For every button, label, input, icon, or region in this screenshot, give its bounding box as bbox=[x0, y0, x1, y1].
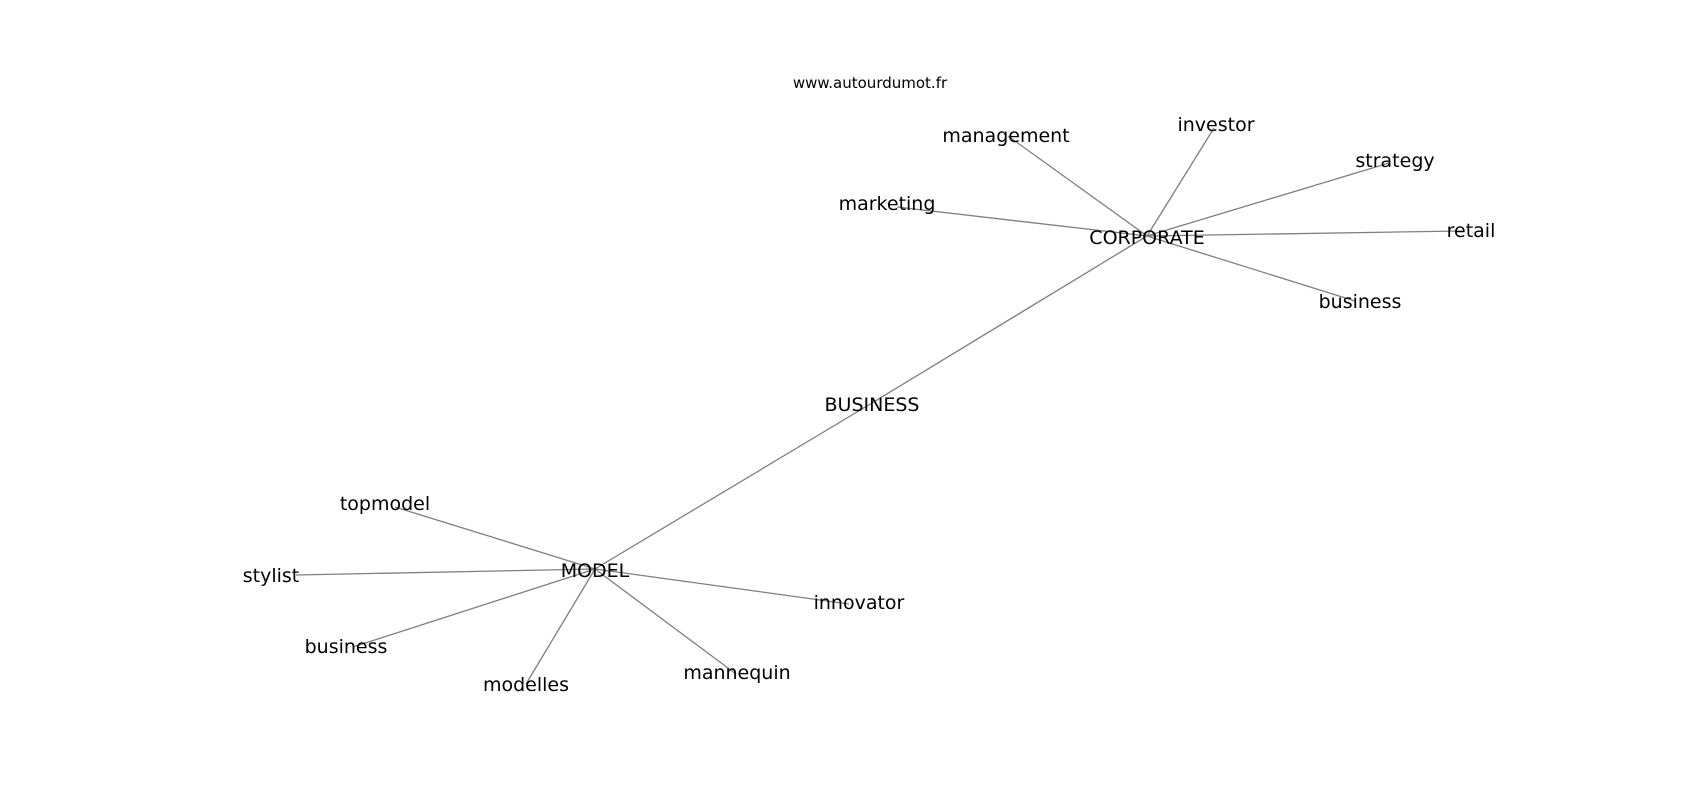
node-label-stylist: stylist bbox=[243, 565, 300, 587]
node-label-business-corp: business bbox=[1319, 291, 1402, 313]
edge-model-business_model bbox=[352, 568, 596, 648]
edge-corporate-management bbox=[1007, 135, 1148, 237]
node-label-investor: investor bbox=[1177, 114, 1254, 136]
node-label-model: MODEL bbox=[561, 560, 630, 582]
node-label-corporate: CORPORATE bbox=[1089, 227, 1204, 249]
watermark: www.autourdumot.fr bbox=[793, 74, 948, 92]
edge-model-topmodel bbox=[394, 506, 596, 570]
node-label-strategy: strategy bbox=[1355, 150, 1434, 172]
edge-model-innovator bbox=[594, 568, 850, 605]
node-label-management: management bbox=[942, 125, 1069, 147]
edge-corporate-business_corp bbox=[1146, 235, 1356, 302]
node-label-marketing: marketing bbox=[839, 193, 936, 215]
graph-edges bbox=[295, 127, 1463, 685]
edge-business_center-corporate bbox=[871, 235, 1148, 404]
edge-model-modelles bbox=[525, 568, 596, 685]
node-label-retail: retail bbox=[1447, 220, 1496, 242]
node-label-business-center: BUSINESS bbox=[825, 394, 920, 416]
edge-corporate-marketing bbox=[896, 206, 1148, 237]
edge-model-stylist bbox=[295, 568, 596, 576]
node-label-innovator: innovator bbox=[814, 592, 905, 614]
node-label-modelles: modelles bbox=[483, 674, 569, 696]
node-label-mannequin: mannequin bbox=[683, 662, 790, 684]
graph-nodes: BUSINESS CORPORATE MODEL management investor… bbox=[243, 114, 1496, 696]
edge-corporate-retail bbox=[1146, 230, 1463, 237]
edge-corporate-strategy bbox=[1146, 162, 1390, 237]
node-label-business-model: business bbox=[305, 636, 388, 658]
edge-corporate-investor bbox=[1146, 127, 1215, 237]
node-label-topmodel: topmodel bbox=[340, 493, 430, 515]
edge-model-mannequin bbox=[594, 568, 737, 675]
edge-business_center-model bbox=[594, 402, 873, 570]
